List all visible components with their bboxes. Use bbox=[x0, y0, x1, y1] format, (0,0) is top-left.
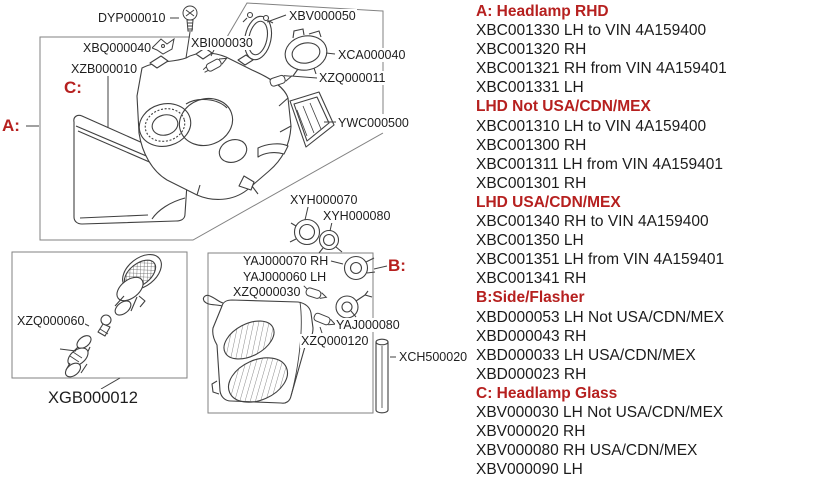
headlamp-panel-frame bbox=[39, 2, 384, 241]
headlamp-glass-drawing bbox=[73, 114, 189, 225]
parts-list-line: XBC001350 LH bbox=[476, 232, 584, 250]
parts-list-line: XBC001351 LH from VIN 4A159401 bbox=[476, 251, 725, 269]
part-label-xbq000040: XBQ000040 bbox=[82, 41, 153, 56]
parts-list-line: XBC001341 RH bbox=[476, 270, 587, 288]
parts-list-line: XBC001331 LH bbox=[476, 79, 584, 97]
headlamp-housing-drawing bbox=[136, 47, 292, 200]
parts-list-line: XBD000043 RH bbox=[476, 327, 587, 345]
diagram-area bbox=[11, 2, 396, 414]
part-label-yaj000080: YAJ000080 bbox=[335, 318, 401, 333]
part-label-dyp000010: DYP000010 bbox=[97, 11, 167, 26]
leader-lines bbox=[26, 14, 396, 390]
screw-icon bbox=[182, 5, 198, 32]
part-label-xbi000030: XBI000030 bbox=[190, 36, 254, 51]
part-label-xca000040: XCA000040 bbox=[337, 48, 407, 63]
part-label-xzq000060: XZQ000060 bbox=[16, 314, 86, 329]
parts-list-line: XBD000053 LH Not USA/CDN/MEX bbox=[476, 308, 725, 326]
tube-icon bbox=[375, 338, 389, 414]
parts-list-line: XBC001320 RH bbox=[476, 41, 587, 59]
parts-list-line: XBC001340 RH to VIN 4A159400 bbox=[476, 213, 709, 231]
part-label-xch500020: XCH500020 bbox=[398, 350, 469, 365]
bulb-icon-xzq000120 bbox=[313, 312, 337, 326]
parts-list-heading: LHD Not USA/CDN/MEX bbox=[476, 98, 651, 116]
bulb-icon-xzq000030 bbox=[303, 285, 328, 299]
parts-list-line: XBV000030 LH Not USA/CDN/MEX bbox=[476, 403, 724, 421]
socket-icon-yaj000070 bbox=[343, 255, 376, 281]
retainer-ring-icon bbox=[284, 28, 328, 77]
part-label-xzb000010: XZB000010 bbox=[70, 62, 139, 77]
part-label-xyh000080: XYH000080 bbox=[322, 209, 392, 224]
parts-list-line: XBC001330 LH to VIN 4A159400 bbox=[476, 22, 707, 40]
part-label-xbv000050: XBV000050 bbox=[288, 9, 357, 24]
side-repeater-assembly-drawing bbox=[64, 253, 162, 378]
parts-list-line: XBC001321 RH from VIN 4A159401 bbox=[476, 60, 727, 78]
dust-cap-icons bbox=[289, 218, 343, 254]
parts-list: A: Headlamp RHD XBC001330 LH to VIN 4A15… bbox=[476, 2, 814, 479]
parts-list-line: XBC001301 RH bbox=[476, 174, 587, 192]
part-label-yaj000060: YAJ000060 LH bbox=[242, 270, 328, 285]
section-marker-b: B: bbox=[388, 256, 406, 275]
part-label-xzq000120: XZQ000120 bbox=[300, 334, 370, 349]
bulb-icon-xbi000030 bbox=[202, 57, 228, 73]
parts-list-line: XBD000033 LH USA/CDN/MEX bbox=[476, 346, 696, 364]
part-label-yaj000070: YAJ000070 RH bbox=[242, 254, 330, 269]
beam-unit-icon bbox=[289, 91, 335, 148]
part-label-xyh000070: XYH000070 bbox=[289, 193, 359, 208]
bulb-icon-xzq000011 bbox=[269, 74, 293, 87]
parts-list-line: XBD000023 RH bbox=[476, 365, 587, 383]
parts-list-line: XBV000090 LH bbox=[476, 461, 583, 479]
section-marker-c: C: bbox=[64, 78, 82, 97]
parts-list-line: XBV000080 RH USA/CDN/MEX bbox=[476, 442, 698, 460]
parts-list-line: XBC001310 LH to VIN 4A159400 bbox=[476, 117, 707, 135]
part-label-xzq000011: XZQ000011 bbox=[318, 71, 387, 86]
part-label-xzq000030: XZQ000030 bbox=[232, 285, 302, 300]
part-label-xgb000012: XGB000012 bbox=[47, 389, 139, 408]
side-flasher-lamp-drawing bbox=[202, 294, 314, 404]
side-repeater-panel-frame bbox=[11, 251, 188, 379]
parts-list-heading: B:Side/Flasher bbox=[476, 289, 585, 307]
clip-icon bbox=[151, 37, 175, 55]
side-flasher-panel-frame bbox=[207, 252, 374, 414]
part-label-ywc000500: YWC000500 bbox=[337, 116, 410, 131]
parts-list-heading: LHD USA/CDN/MEX bbox=[476, 193, 621, 211]
parts-list-heading: C: Headlamp Glass bbox=[476, 384, 618, 402]
parts-list-line: XBC001300 RH bbox=[476, 136, 587, 154]
parts-list-line: XBV000020 RH bbox=[476, 423, 586, 441]
parts-list-line: XBC001311 LH from VIN 4A159401 bbox=[476, 155, 724, 173]
section-marker-a: A: bbox=[2, 116, 20, 135]
parts-list-heading: A: Headlamp RHD bbox=[476, 3, 609, 20]
